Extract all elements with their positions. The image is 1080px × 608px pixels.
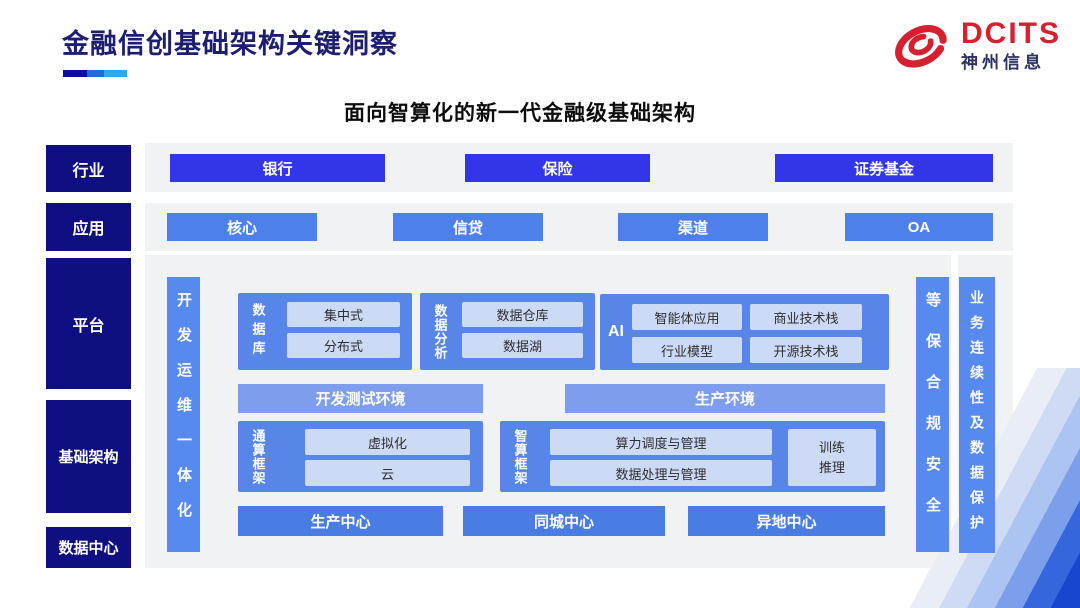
logo-brand-text: DCITS: [961, 17, 1061, 50]
general-compute-section: 通算框架 虚拟化 云: [238, 421, 483, 492]
business-continuity-bar: 业务连续性及数据保护: [959, 277, 995, 553]
diagram-title: 面向智算化的新一代金融级基础架构: [344, 102, 696, 125]
page-title: 金融信创基础架构关键洞察: [62, 29, 398, 59]
intelligent-compute-item-training-inference: 训练 推理: [788, 429, 876, 486]
ai-item-opensource-stack: 开源技术栈: [750, 337, 862, 363]
layer-label-application: 应用: [46, 203, 131, 251]
database-item-distributed: 分布式: [287, 333, 400, 358]
industry-block-bank: 银行: [170, 154, 385, 182]
underline-segment-mid: [87, 70, 104, 77]
title-underline: [63, 64, 127, 82]
database-section-label: 数据库: [250, 303, 266, 360]
ai-item-commercial-stack: 商业技术栈: [750, 304, 862, 330]
underline-segment-light: [104, 70, 127, 77]
ai-section-label: AI: [608, 323, 624, 340]
dcits-logo-swirl-icon: [895, 25, 947, 68]
devtest-environment-bar: 开发测试环境: [238, 384, 483, 413]
general-compute-label: 通算框架: [250, 428, 266, 485]
ai-section: AI 智能体应用 商业技术栈 行业模型 开源技术栈: [600, 294, 889, 370]
underline-segment-dark: [63, 70, 87, 77]
layer-label-industry: 行业: [46, 145, 131, 192]
analytics-item-lake: 数据湖: [462, 333, 583, 358]
industry-block-insurance: 保险: [465, 154, 650, 182]
ai-item-industry-models: 行业模型: [632, 337, 742, 363]
dcits-logo: DCITS 神州信息: [890, 14, 1061, 76]
application-block-oa: OA: [845, 213, 993, 241]
layer-label-infrastructure: 基础架构: [46, 400, 131, 513]
devops-vertical-bar: 开发运维一体化: [167, 277, 200, 552]
general-compute-item-cloud: 云: [305, 460, 470, 486]
layer-label-platform: 平台: [46, 258, 131, 389]
database-item-centralized: 集中式: [287, 302, 400, 327]
intelligent-compute-label: 智算框架: [512, 428, 528, 485]
center-same-city: 同城中心: [463, 506, 665, 536]
analytics-section: 数据分析 数据仓库 数据湖: [420, 293, 595, 370]
application-block-channel: 渠道: [618, 213, 768, 241]
intelligent-compute-item-scheduling: 算力调度与管理: [550, 429, 772, 455]
production-environment-bar: 生产环境: [565, 384, 885, 413]
application-block-credit: 信贷: [393, 213, 543, 241]
intelligent-compute-section: 智算框架 算力调度与管理 数据处理与管理 训练 推理: [500, 421, 885, 492]
analytics-section-label: 数据分析: [432, 303, 448, 360]
analytics-item-warehouse: 数据仓库: [462, 302, 583, 327]
logo-company-text: 神州信息: [961, 53, 1045, 72]
ai-item-agent-apps: 智能体应用: [632, 304, 742, 330]
center-production: 生产中心: [238, 506, 443, 536]
general-compute-item-virtualization: 虚拟化: [305, 429, 470, 455]
center-remote: 异地中心: [688, 506, 885, 536]
application-block-core: 核心: [167, 213, 317, 241]
layer-label-datacenter: 数据中心: [46, 527, 131, 568]
database-section: 数据库 集中式 分布式: [238, 293, 412, 370]
industry-block-securities: 证券基金: [775, 154, 993, 182]
security-compliance-bar: 等保合规安全: [916, 277, 949, 552]
intelligent-compute-item-dataprocessing: 数据处理与管理: [550, 460, 772, 486]
